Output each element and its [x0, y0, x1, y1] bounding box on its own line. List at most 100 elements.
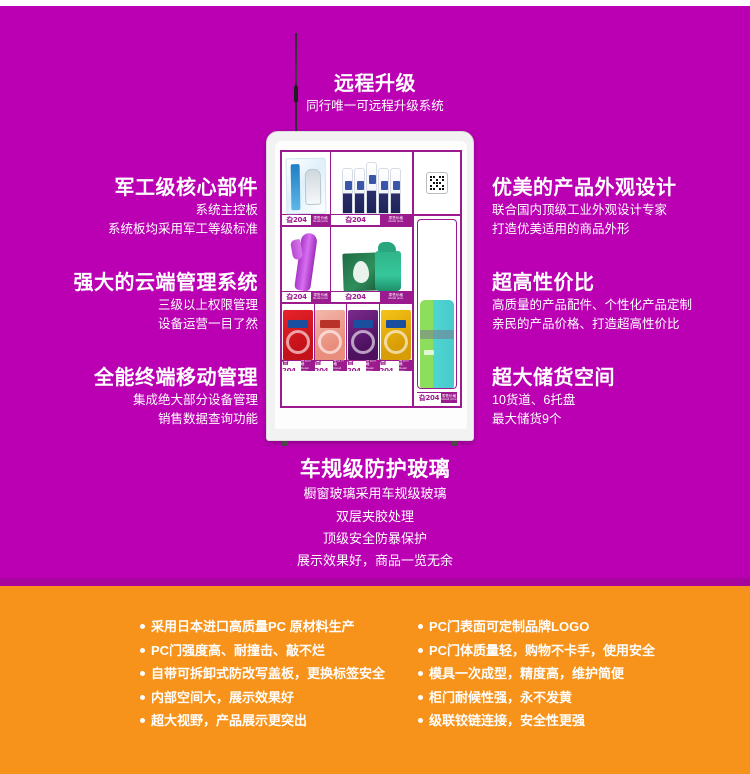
product-slot: 旮204 零售价格 Retail price: [282, 152, 332, 225]
product-box-green: [341, 252, 380, 292]
price-value: 旮204: [379, 358, 399, 371]
bullet-dot-icon: [418, 694, 423, 700]
brand-mark: [287, 320, 308, 328]
machine-foot-left: [282, 441, 288, 446]
product-condom-box-gold: [380, 310, 411, 360]
feature-subline: 10货道、6托盘: [492, 393, 576, 407]
shelf-row: 旮204 零售价格 Retail price: [282, 227, 412, 304]
price-value: 旮204: [417, 393, 441, 403]
feature-subline: 销售数据查询功能: [157, 412, 258, 427]
tube: [354, 168, 366, 214]
feature-appearance-design: 优美的产品外观设计 联合国内顶级工业外观设计专家 打造优美适用的商品外形: [492, 176, 677, 240]
feature-heading: 军工级核心部件: [114, 177, 258, 199]
package-art: [383, 330, 408, 354]
product-lubricant-tubes: [342, 162, 402, 214]
bullet-dot-icon: [140, 718, 145, 723]
tube: [390, 168, 402, 214]
feature-mobile-management: 全能终端移动管理 集成绝大部分设备管理 销售数据查询功能: [94, 366, 258, 430]
product-condom-box-blue: [285, 157, 327, 215]
vending-machine-image: 旮204 零售价格 Retail price: [266, 131, 474, 441]
price-value: 旮204: [347, 358, 366, 371]
feature-heading: 车规级防护玻璃: [299, 458, 451, 481]
feature-subline: 三级以上权限管理: [157, 298, 258, 312]
product-condom-box-purple: [347, 310, 378, 360]
price-label: 旮204 零售价格 Retail price: [314, 358, 346, 371]
price-tag-en: Retail price: [365, 365, 374, 371]
list-item: 自带可拆卸式防改写盖板，更换标签安全: [140, 667, 385, 680]
price-value: 旮204: [282, 358, 301, 371]
antenna-icon: [295, 33, 297, 133]
feature-heading: 优美的产品外观设计: [492, 177, 677, 199]
price-tag: 零售价格 Retail price: [300, 358, 314, 371]
feature-subline: 展示效果好，商品一览无余: [296, 553, 453, 569]
price-tag-en: Retail price: [313, 296, 329, 301]
price-value: 旮204: [331, 215, 380, 225]
product-image: [315, 304, 347, 360]
price-tag-en: Retail price: [333, 365, 342, 371]
product-slot-tall: [417, 219, 457, 389]
package-art: [350, 330, 375, 354]
price-label: 旮204 零售价格 Retail price: [282, 291, 331, 302]
feature-cloud-management: 强大的云端管理系统 三级以上权限管理 设备运营一目了然: [74, 271, 259, 335]
product-image: [380, 304, 412, 360]
price-tag-en: Retail price: [399, 365, 407, 371]
qr-code-icon[interactable]: [426, 172, 448, 194]
package-art: [318, 330, 343, 354]
price-tag-en: Retail price: [300, 365, 309, 371]
product-slot: 旮204 零售价格 Retail price: [314, 304, 347, 371]
list-item: 采用日本进口高质量PC 原材料生产: [140, 620, 385, 633]
product-image: [282, 152, 330, 215]
price-label: 旮204 零售价格 Retail price: [331, 214, 412, 225]
price-tag: 零售价格 Retail price: [310, 292, 331, 302]
machine-side-panel: 旮204 零售价格 Retail price: [414, 152, 460, 406]
feature-cost-performance: 超高性价比 高质量的产品配件、个性化产品定制 亲民的产品价格、打造超高性价比: [492, 271, 692, 335]
machine-display-window: 旮204 零售价格 Retail price: [280, 150, 462, 408]
feature-storage-space: 超大储货空间 10货道、6托盘 最大储货9个: [492, 366, 615, 430]
feature-subline: 顶级安全防暴保护: [322, 530, 427, 546]
list-item-label: 柜门耐候性强，永不发黄: [429, 689, 573, 705]
price-value: 旮204: [282, 292, 311, 302]
shelf-row: 旮204 零售价格 Retail price: [282, 152, 412, 227]
feature-remote-upgrade: 远程升级 同行唯一可远程升级系统: [0, 72, 750, 116]
spec-list-left: 采用日本进口高质量PC 原材料生产 PC门强度高、耐撞击、敲不烂 自带可拆卸式防…: [140, 620, 385, 738]
product-image: [282, 227, 330, 292]
price-tag-cn: 零售价格: [300, 358, 312, 366]
price-tag-en: Retail price: [313, 219, 329, 224]
price-label: 旮204 零售价格 Retail price: [331, 291, 412, 302]
brand-mark: [320, 320, 341, 328]
list-item-label: 采用日本进口高质量PC 原材料生产: [151, 619, 355, 634]
list-item-label: 模具一次成型，精度高，维护简便: [429, 666, 625, 681]
feature-subline: 联合国内顶级工业外观设计专家: [492, 203, 668, 217]
feature-subline: 集成绝大部分设备管理: [132, 393, 258, 407]
list-item-label: 级联铰链连接，安全性更强: [429, 713, 586, 728]
product-slot: 旮204 零售价格 Retail price: [331, 227, 412, 302]
brand-mark: [385, 320, 406, 328]
product-bottle-mint: [420, 300, 454, 388]
feature-heading: 强大的云端管理系统: [73, 272, 258, 294]
bullet-dot-icon: [140, 624, 145, 629]
orange-spec-section: [0, 586, 750, 774]
qr-code-area[interactable]: [414, 152, 460, 216]
list-item: 内部空间大，展示效果好: [140, 691, 385, 704]
feature-subline: 同行唯一可远程升级系统: [306, 99, 444, 113]
price-value: 旮204: [314, 358, 334, 371]
list-item: PC门强度高、耐撞击、敲不烂: [140, 644, 385, 657]
list-item-label: PC门强度高、耐撞击、敲不烂: [151, 642, 326, 658]
price-tag: 零售价格 Retail price: [333, 359, 346, 371]
spec-list-right: PC门表面可定制品牌LOGO PC门体质量轻，购物不卡手，使用安全 模具一次成型…: [418, 620, 655, 738]
machine-body: 旮204 零售价格 Retail price: [275, 141, 467, 429]
antenna-joint-icon: [294, 86, 298, 102]
bullet-dot-icon: [140, 694, 145, 700]
list-item-label: 自带可拆卸式防改写盖板，更换标签安全: [151, 666, 386, 681]
feature-protective-glass: 车规级防护玻璃 橱窗玻璃采用车规级玻璃 双层夹胶处理 顶级安全防暴保护 展示效果…: [0, 457, 750, 573]
price-tag-en: Retail price: [388, 219, 404, 224]
shelf-row: 旮204 零售价格 Retail price: [282, 304, 412, 371]
product-slot: 旮204 零售价格 Retail price: [379, 304, 412, 371]
price-tag-cn: 零售价格: [388, 292, 404, 297]
product-bottle-green: [374, 242, 401, 291]
product-image: [331, 227, 412, 292]
price-tag: 零售价格 Retail price: [441, 393, 457, 403]
feature-heading: 超大储货空间: [492, 367, 615, 389]
purple-section-bottom-edge: [0, 578, 750, 586]
list-item: 超大视野，产品展示更突出: [140, 714, 385, 727]
